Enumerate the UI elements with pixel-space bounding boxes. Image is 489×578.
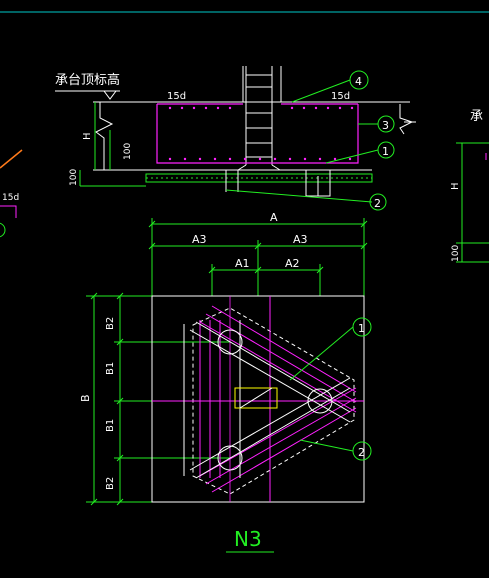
cap-rebar-dots [168, 106, 354, 161]
right-dim-h: H [450, 182, 461, 190]
dim-h-label: H [82, 132, 93, 140]
dim-b-label: B [79, 394, 92, 402]
callout-4-leader [291, 79, 351, 103]
right-cap-label: 承 [470, 109, 483, 124]
callout-2-leader [225, 189, 373, 203]
left-break-symbol [95, 102, 114, 170]
pile-right [307, 388, 333, 414]
plan-callout-2-circle [352, 441, 372, 461]
rebar-bands [199, 305, 357, 493]
plan-view: A A3 A3 A1 A2 B B2 B1 B1 B2 [79, 211, 372, 553]
left-rebar-orange [0, 149, 23, 169]
vertical-dim-extensions [86, 295, 320, 503]
cap-rebar-outline [156, 104, 359, 164]
dim-100-left-label: 100 [69, 169, 79, 186]
callout-1-leader [325, 149, 379, 164]
callout-1-label: 1 [382, 145, 389, 158]
anchor-label-left: 15d [167, 91, 186, 102]
callout-4-label: 4 [355, 75, 362, 88]
cushion-layer [145, 173, 373, 183]
pile-bottom [217, 445, 243, 471]
left-callout-circle [0, 222, 6, 238]
plan-callout-1-label: 1 [358, 322, 365, 335]
cap-rebar-cage [156, 103, 359, 164]
anchor-label-right: 15d [331, 91, 350, 102]
plan-callout-2-leader [299, 439, 354, 452]
dim-a3-left-label: A3 [192, 233, 207, 246]
dim-b2-top-label: B2 [105, 317, 116, 330]
dim-a-label: A [270, 211, 278, 224]
plan-callout-2-label: 2 [358, 446, 365, 459]
pile-top [217, 329, 243, 355]
plan-callout-1-leader [289, 326, 354, 381]
dim-a3-right-label: A3 [293, 233, 308, 246]
left-fragment: 15d [0, 149, 23, 238]
callout-4-circle [349, 70, 369, 90]
dim-b1-lower-label: B1 [105, 419, 116, 432]
dim-a1-label: A1 [235, 257, 250, 270]
right-fragment: 承 H 100 [450, 109, 489, 263]
rebar-white-lines [183, 320, 351, 479]
callout-3-circle [377, 115, 395, 133]
right-dim-100: 100 [451, 245, 461, 262]
callout-1-circle [377, 141, 395, 159]
right-break-symbol [399, 104, 414, 135]
cap-plan-outline [151, 295, 365, 503]
cap-top-label: 承台顶标高 [55, 72, 120, 88]
callout-2-circle [369, 193, 387, 211]
column-footprint [234, 387, 278, 409]
elevation-triangle [103, 90, 117, 100]
column-footprint-diagonal [239, 387, 273, 409]
left-anchor-label: 15d [2, 193, 19, 203]
triangular-cap-dashed [192, 307, 355, 495]
vertical-dim-ticks [90, 292, 124, 506]
plan-callout-1-circle [352, 317, 372, 337]
dim-100-vert-label: 100 [123, 143, 133, 160]
dim-b2-bottom-label: B2 [105, 477, 116, 490]
dim-a2-label: A2 [285, 257, 300, 270]
callout-2-label: 2 [374, 197, 381, 210]
dim-b1-upper-label: B1 [105, 362, 116, 375]
left-anchor-line [0, 205, 17, 218]
section-view: 承台顶标高 [55, 66, 416, 211]
horizontal-dim-ticks [148, 220, 368, 274]
drawing-label: N3 [234, 527, 262, 551]
callout-3-label: 3 [382, 119, 389, 132]
column-hook-left [237, 164, 247, 171]
column-hook-right [271, 164, 281, 171]
